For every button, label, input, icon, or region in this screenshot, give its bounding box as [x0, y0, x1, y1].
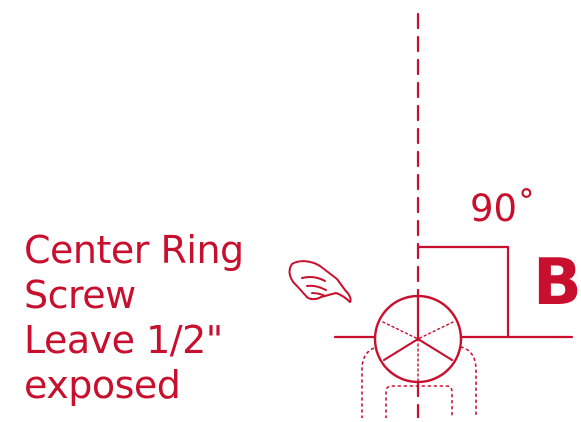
instruction-line-4: exposed — [24, 363, 181, 407]
right-angle-marker — [416, 245, 510, 339]
angle-label: 90˚ — [470, 187, 536, 230]
phillips-screw-head-icon — [373, 294, 463, 384]
instruction-line-2: Screw — [24, 273, 136, 317]
instruction-text: Center Ring Screw Leave 1/2" exposed — [24, 228, 244, 408]
section-label: B — [533, 246, 581, 320]
instruction-line-3: Leave 1/2" — [24, 318, 223, 362]
instruction-line-1: Center Ring — [24, 228, 244, 272]
pointing-hand-icon — [288, 260, 352, 303]
screw-thread-outline — [385, 385, 453, 419]
